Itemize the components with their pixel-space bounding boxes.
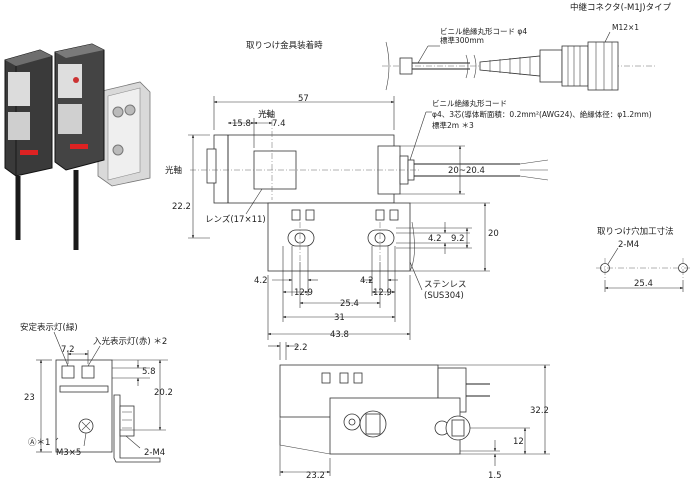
cable-label-2: φ4、3芯(導体断面積：0.2mm²(AWG24)、絶縁体径：φ1.2mm) bbox=[432, 109, 652, 119]
dim-12-9-b: 12.9 bbox=[373, 288, 392, 298]
dim-7-4: 7.4 bbox=[272, 119, 286, 129]
main-view bbox=[188, 96, 549, 340]
dim-20: 20 bbox=[488, 229, 499, 239]
dim-57: 57 bbox=[298, 94, 309, 104]
product-photo bbox=[4, 43, 151, 250]
a-mark-label: Ⓐ＊1 bbox=[28, 438, 50, 448]
dim-15-8: 15.8 bbox=[232, 119, 251, 129]
dim-43-8: 43.8 bbox=[330, 330, 349, 340]
optical-axis-top-label: 光軸 bbox=[258, 109, 275, 120]
stable-led-label: 安定表示灯(緑) bbox=[20, 322, 78, 333]
title-connector-type: 中継コネクタ(-M1J)タイプ bbox=[570, 2, 672, 13]
stainless-label-2: (SUS304) bbox=[424, 291, 464, 301]
dim-23: 23 bbox=[24, 393, 35, 403]
dim-5-8: 5.8 bbox=[142, 367, 156, 377]
dim-4-2-b: 4.2 bbox=[254, 276, 268, 286]
connector-drawing bbox=[382, 31, 656, 91]
dim-4-2-c: 4.2 bbox=[360, 276, 374, 286]
stainless-label-1: ステンレス bbox=[424, 280, 467, 290]
dim-23-2: 23.2 bbox=[306, 471, 325, 481]
title-bracket-mounted: 取りつけ金具装着時 bbox=[246, 40, 323, 51]
dim-12: 12 bbox=[513, 437, 524, 447]
light-led-label: 入光表示灯(赤) ＊2 bbox=[93, 336, 167, 347]
optical-axis-left-label: 光軸 bbox=[165, 165, 182, 176]
dim-20-2: 20.2 bbox=[154, 388, 173, 398]
front-hole-label: 2-M4 bbox=[144, 448, 165, 458]
dim-7-2: 7.2 bbox=[61, 345, 75, 355]
connector-cable-label: ビニル絶縁丸形コード φ4 bbox=[440, 26, 527, 36]
dim-2-2: 2.2 bbox=[294, 343, 308, 353]
cable-label-3: 標準2m ＊3 bbox=[432, 120, 474, 130]
mount-holes-label: 2-M4 bbox=[618, 240, 639, 250]
dim-31: 31 bbox=[334, 313, 345, 323]
dim-12-9-a: 12.9 bbox=[294, 288, 313, 298]
dim-32-2: 32.2 bbox=[530, 406, 549, 416]
dim-22-2: 22.2 bbox=[172, 202, 191, 212]
dim-20-20-4: 20~20.4 bbox=[448, 166, 485, 176]
dim-25-4: 25.4 bbox=[340, 299, 359, 309]
mount-pitch-label: 25.4 bbox=[634, 279, 653, 289]
screw-label: M3×5 bbox=[56, 448, 81, 458]
dim-9-2: 9.2 bbox=[451, 234, 465, 244]
connector-thread: M12×1 bbox=[612, 23, 639, 32]
front-view bbox=[36, 331, 168, 463]
mount-hole-drawing bbox=[596, 247, 692, 292]
side-view bbox=[268, 342, 550, 476]
lens-label: レンズ(17×11) bbox=[205, 214, 266, 225]
title-mounting-hole: 取りつけ穴加工寸法 bbox=[597, 226, 674, 237]
connector-cable-length: 標準300mm bbox=[440, 35, 484, 45]
dim-1-5: 1.5 bbox=[488, 471, 502, 481]
dim-4-2-a: 4.2 bbox=[428, 234, 442, 244]
cable-label-1: ビニル絶縁丸形コード bbox=[432, 98, 507, 108]
